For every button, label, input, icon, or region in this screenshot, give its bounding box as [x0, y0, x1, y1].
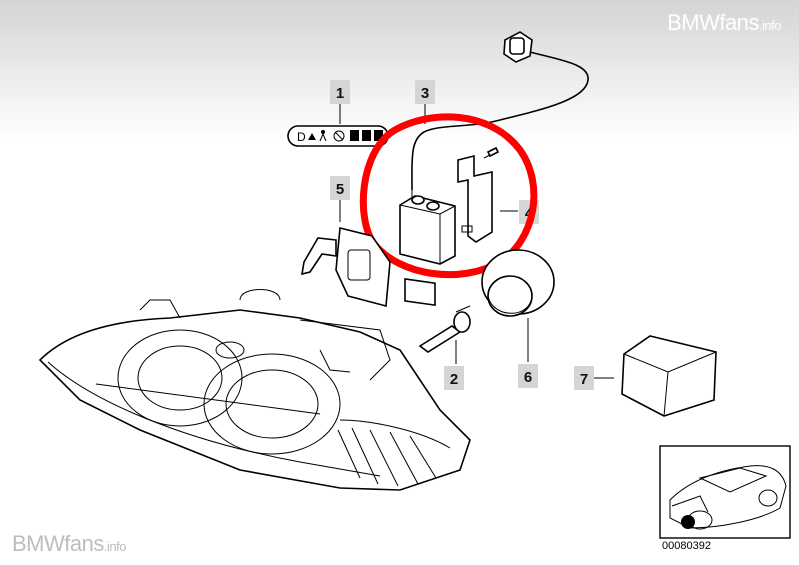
- svg-text:6: 6: [524, 369, 532, 386]
- callout-5: 5: [330, 176, 350, 222]
- cable: [411, 119, 501, 191]
- warning-label-part: D: [287, 125, 389, 147]
- control-unit-part: [399, 190, 456, 307]
- car-location-inset: [659, 445, 791, 539]
- svg-text:2: 2: [450, 371, 458, 388]
- catalog-code: 00080392: [662, 540, 711, 552]
- svg-text:3: 3: [421, 85, 429, 102]
- callout-1: 1: [330, 80, 350, 124]
- headlight-assembly: [38, 289, 471, 491]
- header-gradient: [0, 0, 799, 140]
- cap-part: [481, 249, 555, 362]
- box-part: [621, 335, 717, 417]
- watermark-bottom: BMWfans.info: [12, 531, 126, 556]
- bracket-part: [457, 146, 500, 243]
- mounting-plate-part: [301, 226, 391, 308]
- svg-text:5: 5: [336, 181, 344, 198]
- callout-7: 7: [574, 366, 614, 390]
- callout-2: 2: [444, 366, 464, 390]
- callout-6: 6: [518, 364, 538, 388]
- connector-plug: [499, 31, 589, 121]
- watermark-top: BMWfans.info: [667, 10, 781, 35]
- svg-text:7: 7: [580, 371, 588, 388]
- svg-text:D: D: [297, 130, 306, 144]
- svg-text:1: 1: [336, 85, 344, 102]
- bulb-part: [418, 305, 471, 364]
